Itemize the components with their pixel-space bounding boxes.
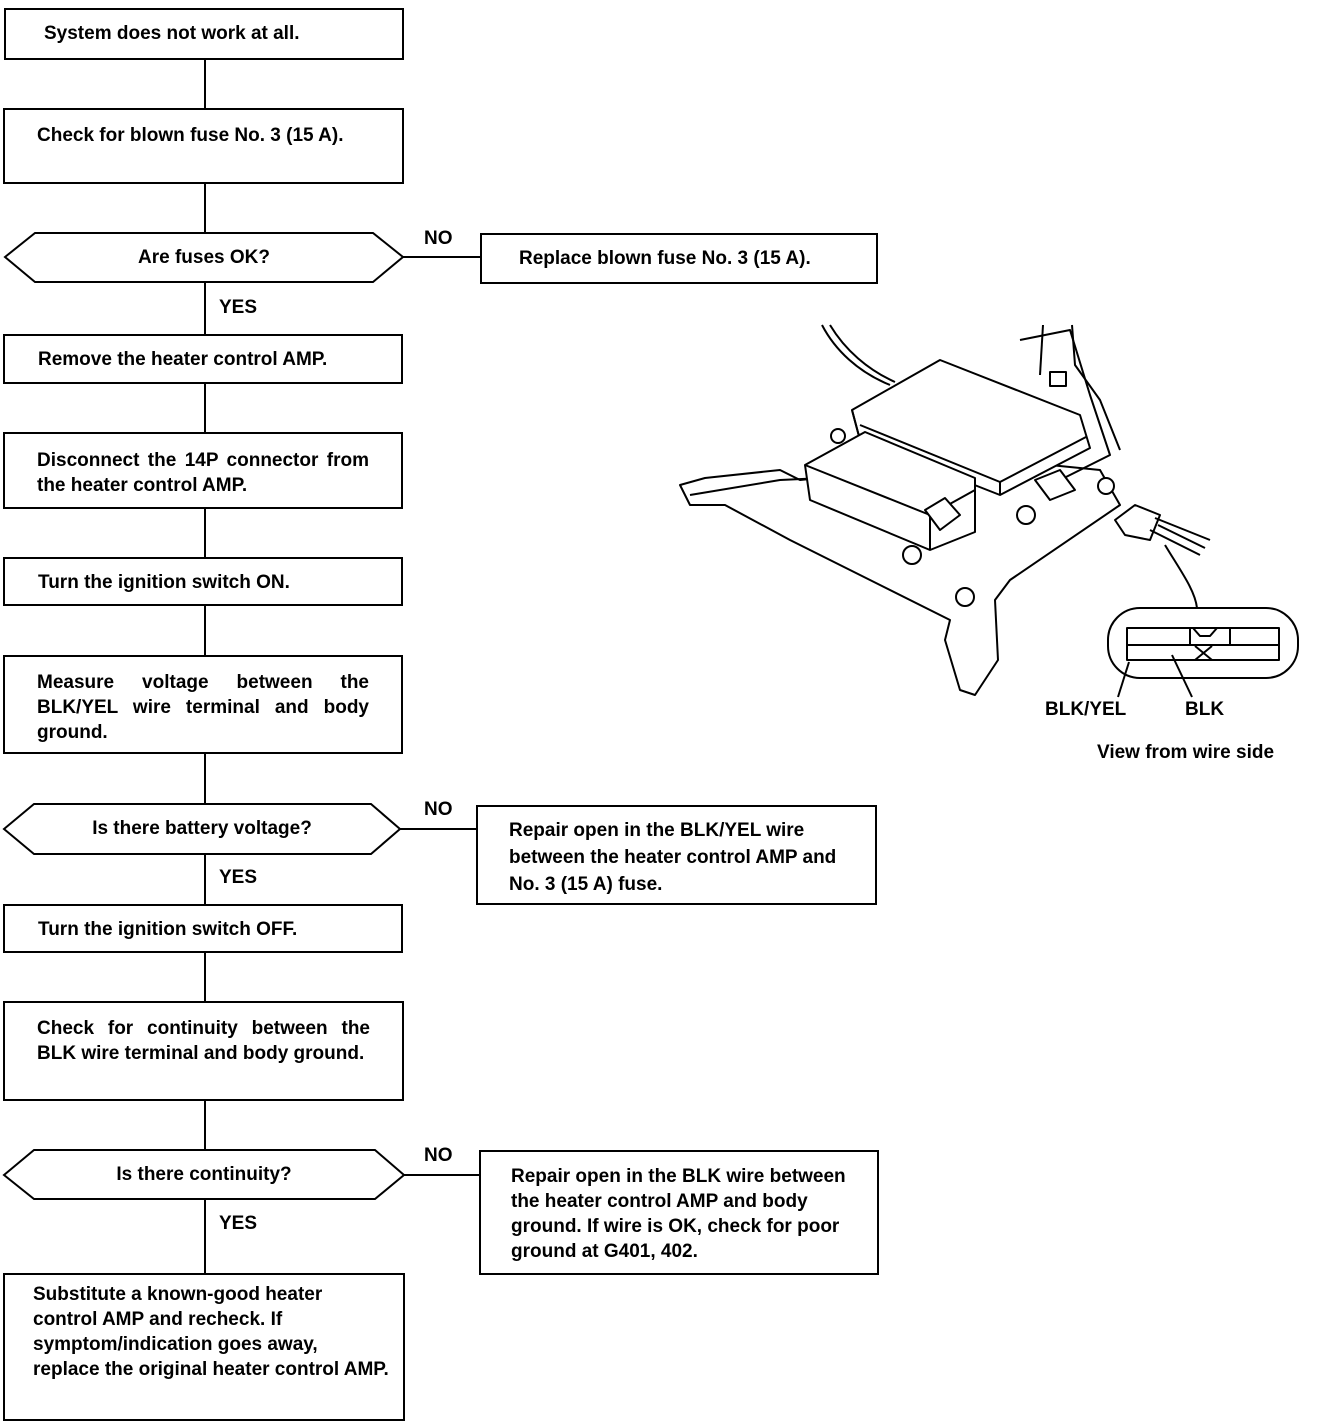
step-check-fuse: Check for blown fuse No. 3 (15 A). — [3, 108, 404, 184]
step-check-fuse-text: Check for blown fuse No. 3 (15 A). — [37, 125, 344, 146]
step-disconnect-connector: Disconnect the 14P connector from the he… — [3, 432, 403, 509]
step-measure-voltage: Measure voltage between the BLK/YEL wire… — [3, 655, 403, 754]
action-replace-fuse-text: Replace blown fuse No. 3 (15 A). — [519, 248, 811, 269]
step-check-continuity: Check for continuity between the BLK wir… — [3, 1001, 404, 1101]
decision-shape-1 — [3, 232, 405, 283]
step-ignition-on-text: Turn the ignition switch ON. — [38, 572, 290, 593]
action-repair-blk-yel-text: Repair open in the BLK/YEL wire between … — [509, 820, 837, 895]
yes-label-2: YES — [219, 867, 258, 888]
step-check-continuity-text: Check for continuity between the BLK wir… — [37, 1018, 370, 1064]
decision-shape-2 — [2, 803, 402, 855]
decision-fuses-ok: Are fuses OK? — [138, 247, 270, 268]
step-system-not-working: System does not work at all. — [4, 8, 404, 60]
action-replace-fuse: Replace blown fuse No. 3 (15 A). — [480, 233, 878, 284]
yes-label-1: YES — [219, 297, 258, 318]
step-system-not-working-text: System does not work at all. — [44, 23, 300, 44]
step-remove-amp-text: Remove the heater control AMP. — [38, 349, 328, 370]
step-ignition-off-text: Turn the ignition switch OFF. — [38, 919, 298, 940]
action-repair-blk: Repair open in the BLK wire between the … — [479, 1150, 879, 1275]
action-repair-blk-yel: Repair open in the BLK/YEL wire between … — [476, 805, 877, 905]
decision-battery-voltage: Is there battery voltage? — [92, 818, 312, 839]
step-substitute-amp-text: Substitute a known-good heater control A… — [33, 1284, 389, 1380]
heater-control-amp-illustration — [679, 324, 1299, 698]
action-repair-blk-text: Repair open in the BLK wire between the … — [511, 1166, 846, 1262]
no-label-2: NO — [424, 799, 453, 820]
step-ignition-on: Turn the ignition switch ON. — [3, 557, 403, 606]
wire-label-blk-yel: BLK/YEL — [1045, 699, 1127, 720]
decision-shape-3 — [2, 1149, 406, 1200]
step-measure-voltage-text: Measure voltage between the BLK/YEL wire… — [37, 672, 369, 743]
step-remove-amp: Remove the heater control AMP. — [3, 334, 403, 384]
figure-caption: View from wire side — [1097, 742, 1275, 763]
step-substitute-amp: Substitute a known-good heater control A… — [3, 1273, 405, 1421]
no-label-1: NO — [424, 228, 453, 249]
step-disconnect-connector-text: Disconnect the 14P connector from the he… — [37, 450, 369, 496]
no-label-3: NO — [424, 1145, 453, 1166]
step-ignition-off: Turn the ignition switch OFF. — [3, 904, 403, 953]
decision-continuity: Is there continuity? — [116, 1164, 292, 1185]
yes-label-3: YES — [219, 1213, 258, 1234]
wire-label-blk: BLK — [1185, 699, 1225, 720]
